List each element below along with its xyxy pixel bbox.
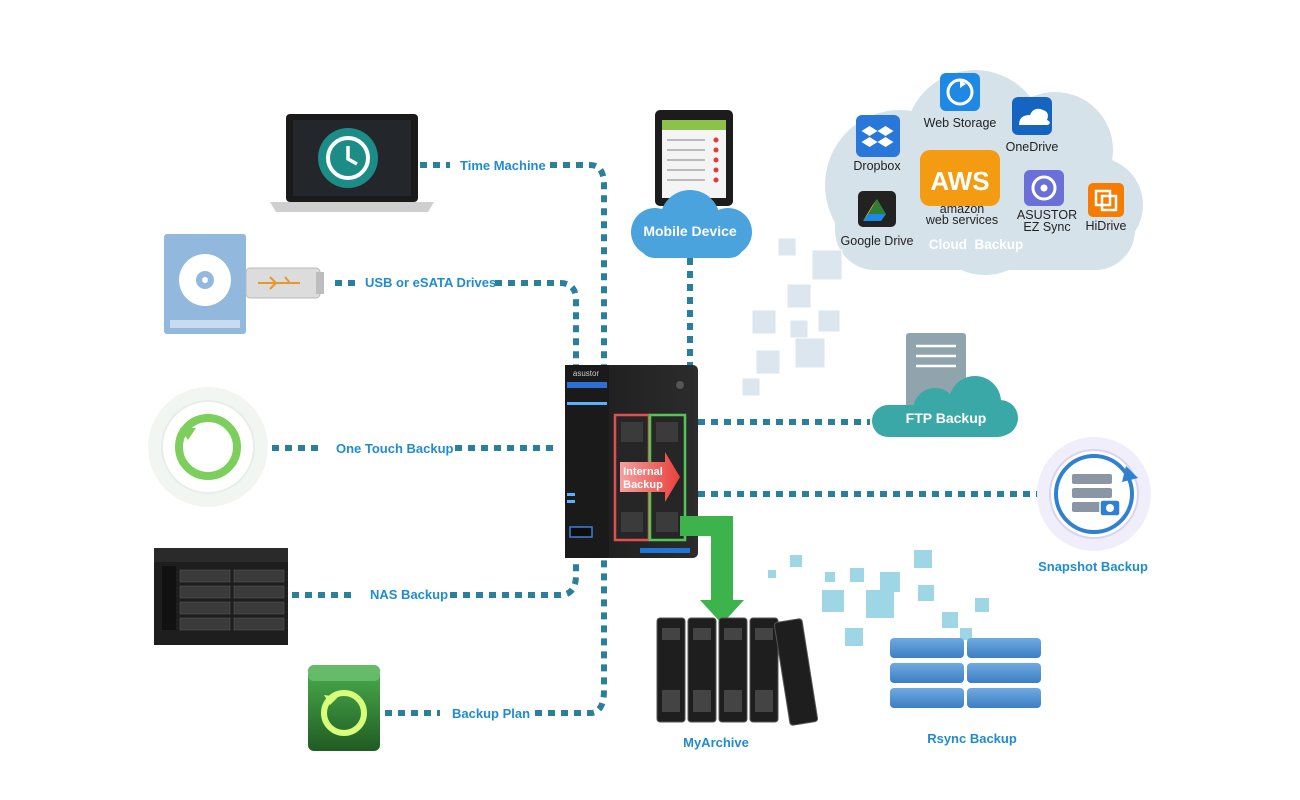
main-nas-device [565,365,698,558]
internal-backup-label-1: Internal [623,466,663,478]
google-drive-label: Google Drive [841,234,914,248]
floating-cubes [741,237,843,397]
usb-esata-label: USB or eSATA Drives [365,275,496,290]
ftp-server-icon [906,333,966,411]
web-storage-icon [940,73,980,111]
time-machine-label: Time Machine [460,158,546,173]
aws-label-1: amazon [940,202,985,216]
rsync-backup-label: Rsync Backup [927,731,1017,746]
backup-plan-label: Backup Plan [452,706,530,721]
hidrive-icon [1088,183,1124,217]
ez-sync-label-1: ASUSTOR [1017,208,1077,222]
snapshot-backup-label: Snapshot Backup [1038,559,1148,574]
one-touch-icon [148,387,268,507]
web-storage-label: Web Storage [924,116,997,130]
hidrive-label: HiDrive [1086,219,1127,233]
labels: Time Machine USB or eSATA Drives One Tou… [336,116,1148,750]
dropbox-label: Dropbox [853,159,901,173]
mobile-device-cloud [631,190,752,258]
backup-plan-icon [308,665,380,751]
aws-logo-text: AWS [930,166,989,196]
myarchive-drives-icon [656,617,819,726]
laptop-icon [270,114,434,212]
connector-time-machine [420,162,607,365]
aws-icon [920,150,1000,206]
google-drive-icon [858,191,896,227]
connector-nas [292,560,579,598]
rsync-server-icon [890,638,1041,708]
rsync-cubes [768,550,989,646]
nas-brand-label: asustor [573,369,600,378]
aws-label-2: web services [925,213,998,227]
myarchive-arrow-icon [680,516,744,624]
nas-device-icon [154,548,288,645]
ez-sync-icon [1024,170,1064,206]
dropbox-icon [856,115,900,157]
ftp-backup-label: FTP Backup [906,410,987,426]
onedrive-icon [1012,97,1052,135]
myarchive-label: MyArchive [683,735,749,750]
mobile-device-label: Mobile Device [643,223,737,239]
internal-backup-label-2: Backup [623,479,663,491]
onedrive-label: OneDrive [1006,140,1059,154]
snapshot-icon [1037,437,1151,551]
connectors [272,162,1040,716]
usb-drive-icon [164,234,324,334]
one-touch-label: One Touch Backup [336,441,454,456]
cloud-backup-title: Cloud Backup [929,237,1024,252]
connector-backup-plan [385,560,607,716]
mobile-device-icon [655,110,733,206]
connector-usb [335,280,579,365]
ftp-backup-cloud [872,376,1018,437]
nas-backup-label: NAS Backup [370,587,448,602]
ez-sync-label-2: EZ Sync [1023,220,1070,234]
